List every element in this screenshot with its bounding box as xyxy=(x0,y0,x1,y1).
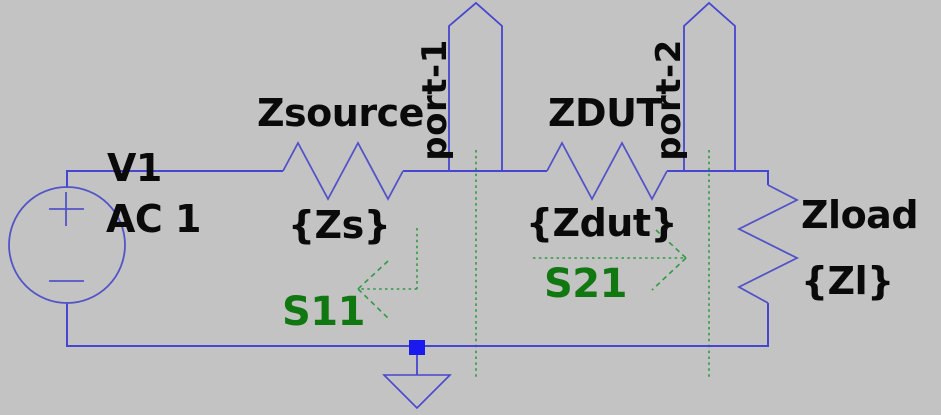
v1-value-label[interactable]: AC 1 xyxy=(106,197,201,241)
port2-symbol[interactable] xyxy=(683,1,736,170)
junction-dot[interactable] xyxy=(409,340,425,355)
ground-triangle xyxy=(382,374,452,410)
port1-label[interactable]: port-1 xyxy=(415,39,455,161)
zdut-resistor-symbol[interactable] xyxy=(546,141,668,201)
wire-source-to-zsource[interactable] xyxy=(66,170,283,188)
zsource-name-label[interactable]: Zsource xyxy=(257,91,424,135)
s11-arrowhead-upper xyxy=(357,260,389,290)
v1-name-label[interactable]: V1 xyxy=(107,146,162,190)
port2-label[interactable]: port-2 xyxy=(649,39,689,161)
zload-resistor-symbol[interactable] xyxy=(736,184,800,304)
zsource-resistor-symbol[interactable] xyxy=(282,141,404,201)
wire-zdut-to-zload[interactable] xyxy=(667,170,769,185)
s21-label[interactable]: S21 xyxy=(544,261,627,307)
voltage-source-symbol[interactable] xyxy=(8,186,126,304)
zdut-value-label[interactable]: {Zdut} xyxy=(526,201,678,245)
port1-symbol[interactable] xyxy=(448,1,503,170)
zload-name-label[interactable]: Zload xyxy=(801,193,919,237)
ground-symbol[interactable] xyxy=(382,340,452,410)
s21-arrow[interactable] xyxy=(533,229,687,291)
zsource-value-label[interactable]: {Zs} xyxy=(288,203,391,247)
s11-label[interactable]: S11 xyxy=(282,289,365,335)
s11-arrowhead-lower xyxy=(357,288,389,319)
s11-arrow[interactable] xyxy=(357,228,418,319)
s21-arrowhead-upper xyxy=(655,229,687,259)
zload-value-label[interactable]: {Zl} xyxy=(801,259,894,303)
s21-arrowhead-lower xyxy=(651,257,687,291)
wire-ground-return[interactable] xyxy=(66,302,769,347)
zdut-name-label[interactable]: ZDUT xyxy=(548,91,662,135)
